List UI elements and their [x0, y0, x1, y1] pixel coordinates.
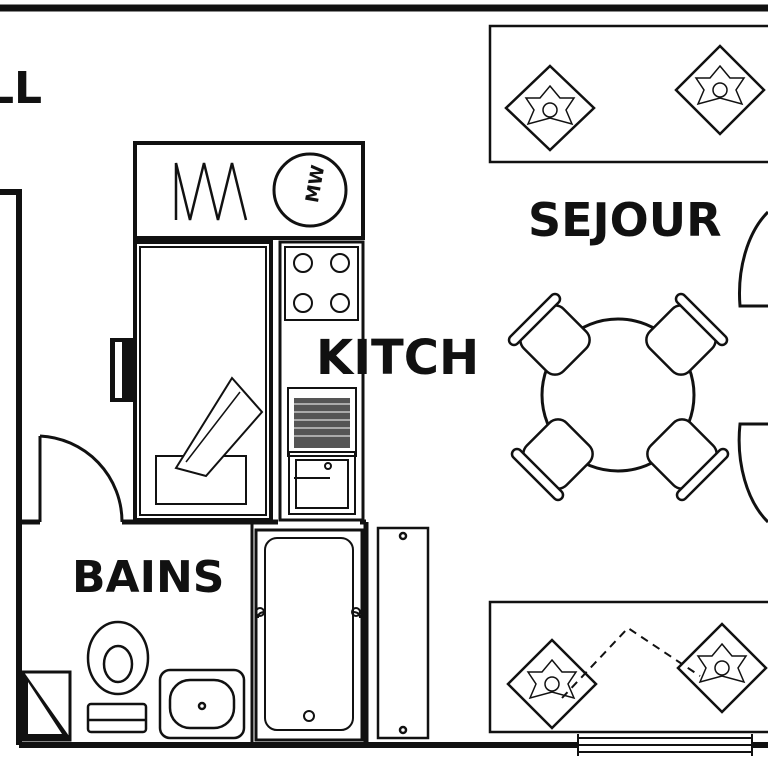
corner-cabinet — [20, 670, 72, 742]
dining-table-icon — [540, 317, 696, 473]
radiator — [376, 526, 430, 740]
oven-icon — [287, 387, 357, 457]
washing-machine-icon — [272, 152, 348, 228]
cushion-bottom-right-icon — [676, 622, 768, 714]
closet — [110, 141, 365, 522]
armchair-right-top-icon — [738, 210, 768, 308]
cushion-top-left-icon — [504, 64, 596, 152]
room-label-sejour: SEJOUR — [528, 193, 722, 247]
window-bottom — [577, 734, 753, 756]
washing-machine-label: MW — [302, 163, 329, 204]
cushion-top-right-icon — [674, 44, 766, 136]
sofa-top — [488, 24, 768, 164]
armchair-right-bottom-icon — [737, 422, 768, 524]
kitchen-counter — [278, 240, 365, 522]
room-label-hall: LL — [0, 63, 42, 114]
sofa-bottom — [488, 600, 768, 734]
toilet-icon — [86, 620, 150, 734]
bathroom-door — [38, 434, 124, 523]
kitchen-sink-icon — [288, 451, 356, 515]
washbasin-icon — [158, 668, 246, 740]
room-label-kitch: KITCH — [316, 330, 479, 386]
exterior-walls — [0, 4, 768, 748]
cooktop-icon — [284, 246, 359, 321]
chair-bottom-right-icon — [646, 418, 730, 502]
room-label-bains: BAINS — [72, 552, 224, 603]
cushion-bottom-left-icon — [506, 638, 598, 730]
chair-top-left-icon — [507, 292, 591, 376]
chair-top-right-icon — [645, 292, 729, 376]
water-heater-icon — [174, 162, 248, 221]
chair-bottom-left-icon — [510, 418, 594, 502]
bathtub-icon — [254, 528, 364, 742]
